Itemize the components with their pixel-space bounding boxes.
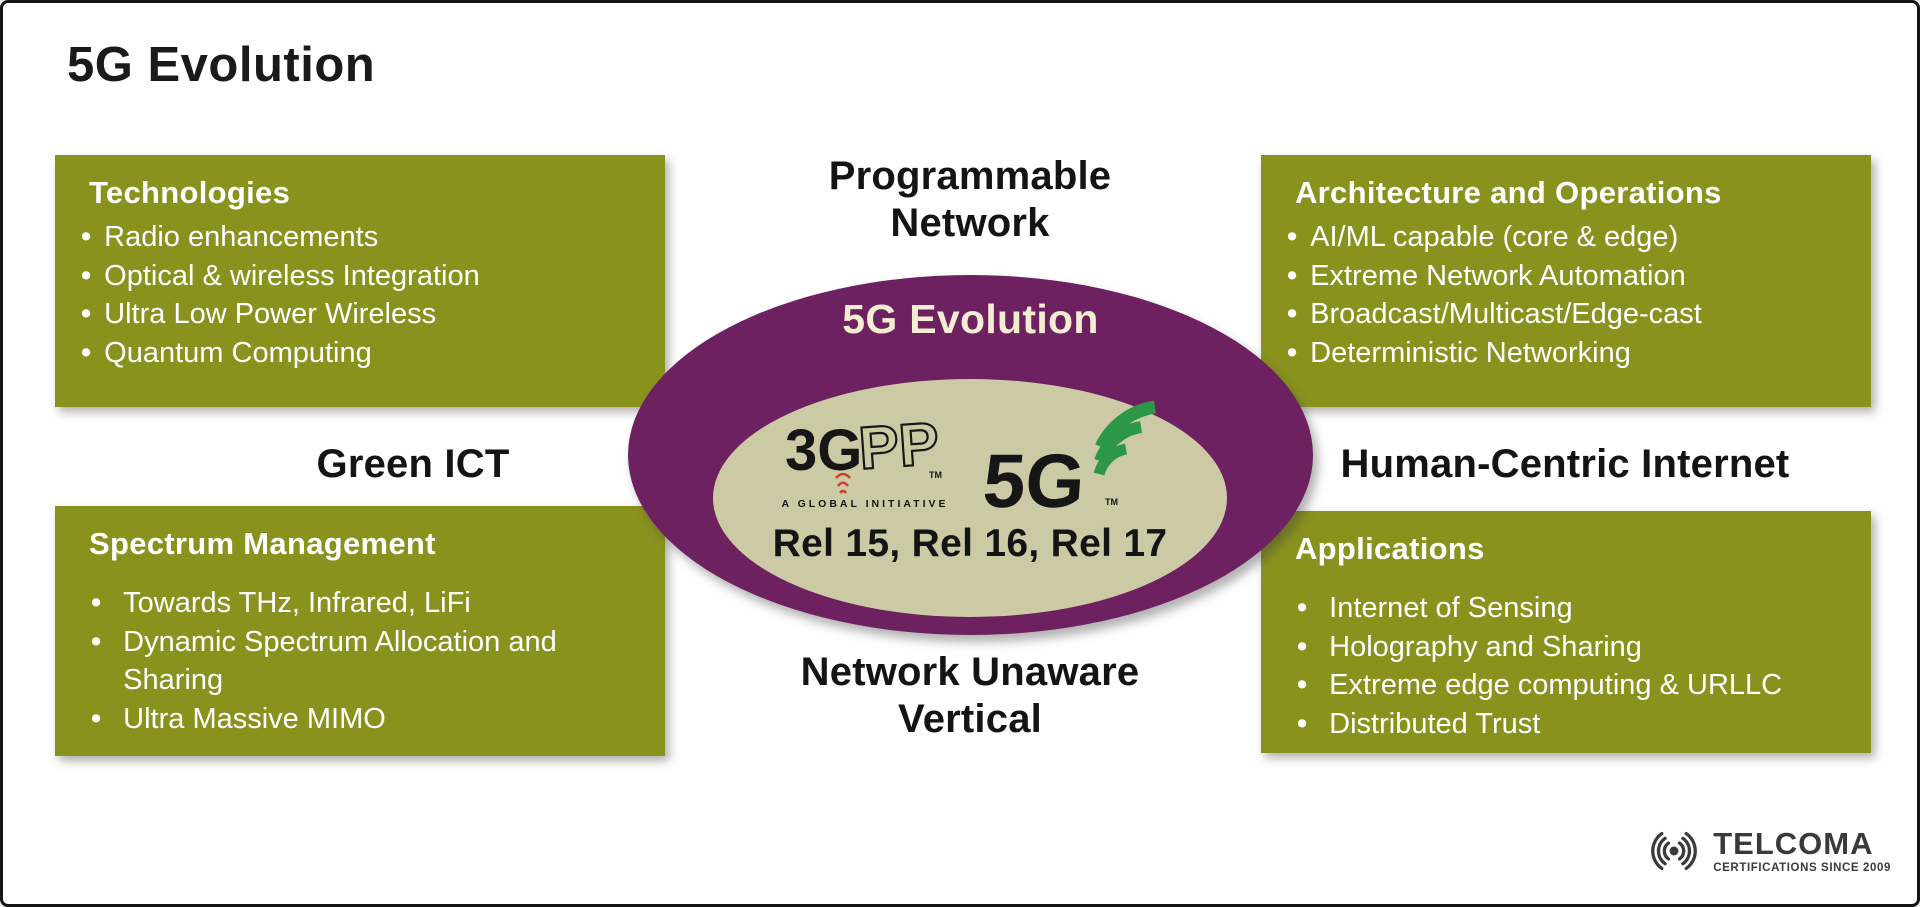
bullet-item: Internet of Sensing bbox=[1287, 589, 1845, 628]
5g-logo: 5G TM bbox=[980, 399, 1161, 524]
bullet-text: Towards THz, Infrared, LiFi bbox=[123, 587, 471, 619]
bullet-text: Deterministic Networking bbox=[1310, 336, 1631, 369]
bullet-item: Extreme Network Automation bbox=[1287, 257, 1845, 296]
5g-evolution-ellipse: 5G Evolution 3G PP TM A GLOBAL INITIATIV… bbox=[628, 275, 1313, 635]
bullet-text: Extreme Network Automation bbox=[1310, 259, 1686, 292]
bullet-text: Dynamic Spectrum Allocation and Sharing bbox=[123, 625, 557, 697]
architecture-operations-box: Architecture and Operations AI/ML capabl… bbox=[1261, 155, 1871, 407]
technologies-box: Technologies Radio enhancements Optical … bbox=[55, 155, 665, 407]
bullet-item: Ultra Low Power Wireless bbox=[81, 295, 639, 334]
applications-box: Applications Internet of Sensing Hologra… bbox=[1261, 511, 1871, 753]
bullet-item: Dynamic Spectrum Allocation and Sharing bbox=[81, 623, 639, 700]
3gpp-caption: A GLOBAL INITIATIVE bbox=[781, 497, 949, 510]
bullet-text: Radio enhancements bbox=[104, 221, 379, 253]
bullet-text: Distributed Trust bbox=[1329, 707, 1541, 740]
3gpp-red-arc bbox=[835, 472, 851, 479]
telcoma-logo: TELCOMA CERTIFICATIONS SINCE 2009 bbox=[1640, 820, 1891, 882]
bullet-item: Quantum Computing bbox=[81, 334, 639, 373]
bullet-text: Broadcast/Multicast/Edge-cast bbox=[1310, 298, 1702, 331]
telcoma-text-block: TELCOMA CERTIFICATIONS SINCE 2009 bbox=[1713, 828, 1891, 874]
bullet-item: Broadcast/Multicast/Edge-cast bbox=[1287, 295, 1845, 334]
spectrum-management-box: Spectrum Management Towards THz, Infrare… bbox=[55, 506, 665, 756]
bullet-text: Ultra Low Power Wireless bbox=[104, 298, 437, 331]
3gpp-logo: 3G PP TM A GLOBAL INITIATIVE bbox=[779, 408, 951, 510]
3gpp-text-solid: 3G bbox=[785, 418, 862, 483]
logos-row: 3G PP TM A GLOBAL INITIATIVE bbox=[779, 399, 1161, 524]
architecture-operations-header: Architecture and Operations bbox=[1295, 175, 1722, 210]
telcoma-name: TELCOMA bbox=[1713, 826, 1874, 861]
3gpp-red-arc bbox=[836, 480, 850, 487]
5g-green-arc bbox=[1094, 421, 1143, 464]
bullet-text: Internet of Sensing bbox=[1329, 592, 1573, 624]
bullet-text: Optical & wireless Integration bbox=[104, 259, 480, 292]
label-human-centric-internet: Human-Centric Internet bbox=[1340, 442, 1790, 486]
bullet-item: Optical & wireless Integration bbox=[81, 257, 639, 296]
5g-green-arc bbox=[1095, 400, 1157, 451]
3gpp-text-outline: PP bbox=[857, 409, 942, 481]
label-green-ict: Green ICT bbox=[316, 442, 510, 486]
bullet-item: Holography and Sharing bbox=[1287, 628, 1845, 667]
bullet-item: AI/ML capable (core & edge) bbox=[1287, 218, 1845, 257]
5g-green-arc bbox=[1093, 443, 1128, 476]
page-title: 5G Evolution bbox=[67, 38, 376, 92]
label-network-unaware-vertical: Network Unaware Vertical bbox=[800, 650, 1140, 742]
bullet-item: Distributed Trust bbox=[1287, 705, 1845, 744]
label-programmable-network: Programmable Network bbox=[828, 154, 1112, 246]
ellipse-title: 5G Evolution bbox=[842, 296, 1099, 342]
bullet-text: AI/ML capable (core & edge) bbox=[1310, 221, 1679, 253]
releases-text: Rel 15, Rel 16, Rel 17 bbox=[772, 522, 1168, 565]
applications-header: Applications bbox=[1295, 531, 1485, 566]
ellipse-inner: 3G PP TM A GLOBAL INITIATIVE bbox=[713, 379, 1227, 617]
telcoma-tagline: CERTIFICATIONS SINCE 2009 bbox=[1713, 862, 1891, 874]
bullet-text: Extreme edge computing & URLLC bbox=[1329, 669, 1783, 702]
5g-text: 5G bbox=[985, 439, 1088, 513]
bullet-item: Radio enhancements bbox=[81, 218, 639, 257]
bullet-text: Ultra Massive MIMO bbox=[123, 702, 386, 735]
3gpp-logo-icon: 3G PP TM bbox=[785, 408, 942, 494]
bullet-item: Ultra Massive MIMO bbox=[81, 700, 639, 739]
technologies-header: Technologies bbox=[89, 175, 291, 210]
5g-logo-icon: 5G TM bbox=[980, 400, 1157, 524]
bullet-item: Towards THz, Infrared, LiFi bbox=[81, 584, 639, 623]
spectrum-management-header: Spectrum Management bbox=[89, 526, 436, 561]
bullet-text: Quantum Computing bbox=[104, 336, 372, 369]
radio-wave-icon bbox=[1651, 831, 1698, 871]
bullet-item: Deterministic Networking bbox=[1287, 334, 1845, 373]
3gpp-red-arc bbox=[838, 489, 848, 494]
5g-tm: TM bbox=[1105, 497, 1118, 507]
bullet-text: Holography and Sharing bbox=[1329, 630, 1642, 663]
3gpp-tm: TM bbox=[929, 470, 942, 480]
bullet-item: Extreme edge computing & URLLC bbox=[1287, 666, 1845, 705]
